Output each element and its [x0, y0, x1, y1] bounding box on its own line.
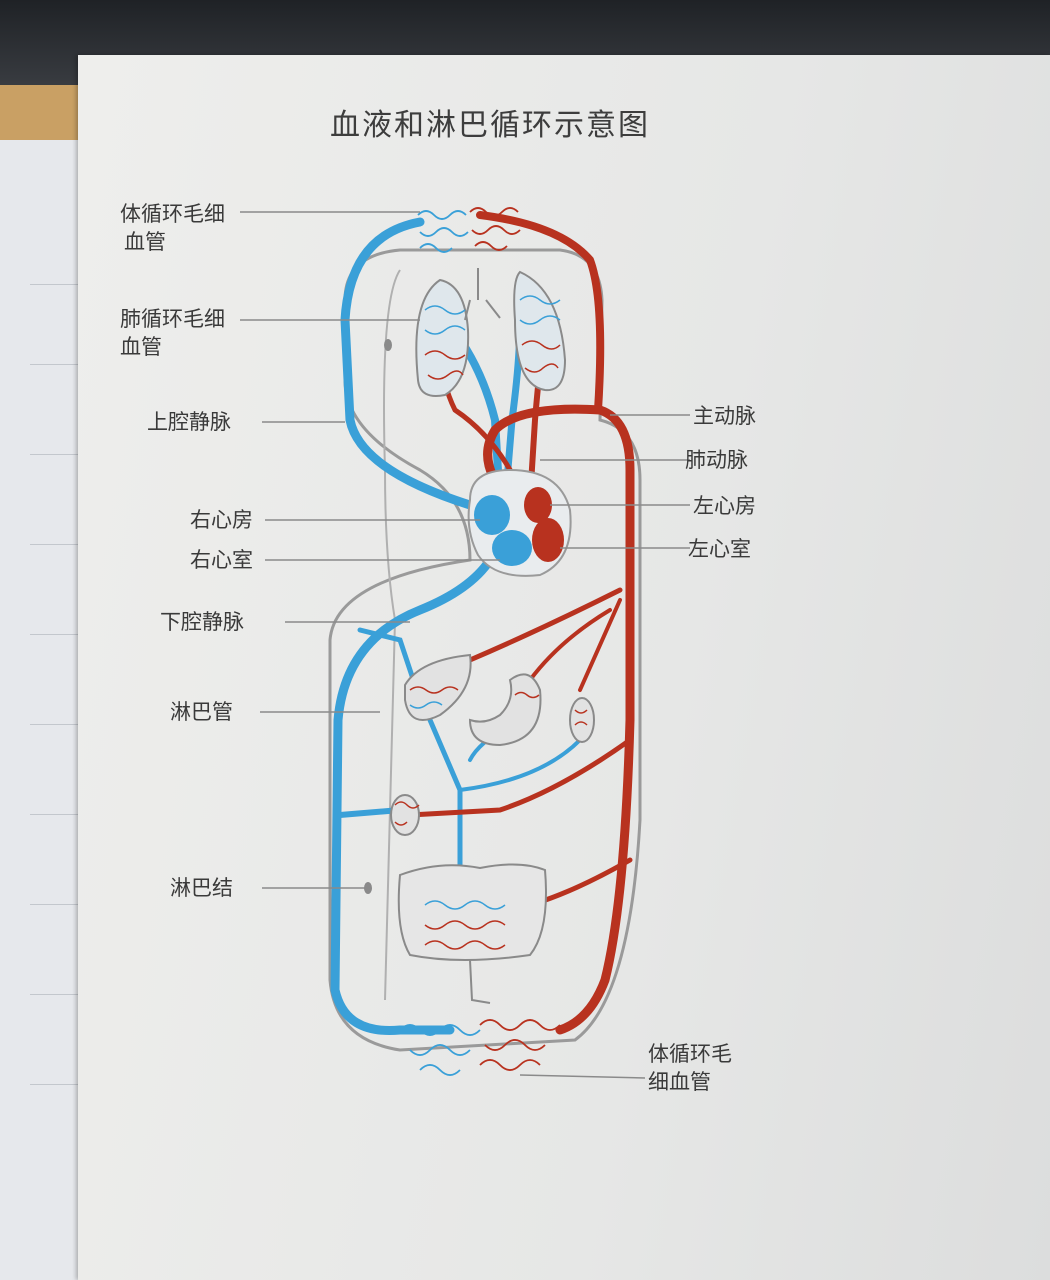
diagram-title: 血液和淋巴循环示意图 — [330, 108, 650, 143]
label-right-ventricle: 右心室 — [190, 548, 253, 572]
systemic-capillaries-top — [417, 207, 521, 253]
label-line: 肺循环毛细 — [120, 307, 225, 331]
right-atrium — [474, 495, 510, 535]
label-left-ventricle: 左心室 — [688, 537, 751, 561]
systemic-capillaries-bottom — [399, 1019, 561, 1076]
label-pulmonary-artery: 肺动脉 — [685, 448, 748, 472]
ascending-aorta-top — [476, 211, 605, 414]
label-line: 血管 — [120, 335, 162, 360]
artery-kidney — [407, 737, 633, 818]
aortic-arch — [483, 404, 635, 1035]
rectum — [469, 959, 491, 1004]
label-inferior-vena-cava: 下腔静脉 — [160, 610, 244, 634]
label-systemic-capillaries-top: 体循环毛细 血管 — [120, 200, 225, 257]
label-aorta: 主动脉 — [693, 404, 756, 428]
label-line: 体循环毛 — [648, 1042, 732, 1066]
artery-liver — [437, 587, 623, 693]
capillary-networks — [394, 686, 588, 950]
spleen — [390, 794, 420, 836]
liver — [404, 653, 472, 721]
vein-kidney — [337, 807, 403, 818]
large-intestine — [397, 863, 547, 961]
left-lung — [513, 270, 567, 392]
lymph-node-upper — [384, 339, 392, 351]
label-lymphatic-duct: 淋巴管 — [170, 700, 233, 724]
stomach — [468, 673, 542, 747]
label-line: 体循环毛细 — [120, 202, 225, 226]
superior-vena-cava — [340, 217, 475, 510]
trachea — [464, 268, 501, 321]
inferior-vena-cava — [330, 555, 495, 1035]
artery-stomach — [528, 608, 612, 682]
label-pulmonary-capillaries: 肺循环毛细 血管 — [120, 305, 225, 362]
label-leader-lines — [240, 211, 690, 1079]
label-systemic-capillaries-bottom: 体循环毛 细血管 — [648, 1040, 732, 1097]
lungs — [415, 268, 567, 397]
left-atrium — [524, 487, 552, 523]
lymph-node-lower — [364, 882, 372, 894]
label-left-atrium: 左心房 — [693, 494, 756, 518]
pulmonary-capillaries — [424, 295, 561, 380]
kidney — [569, 697, 595, 743]
label-right-atrium: 右心房 — [190, 508, 253, 532]
heart — [467, 468, 572, 577]
label-superior-vena-cava: 上腔静脉 — [147, 410, 231, 434]
right-ventricle — [492, 530, 532, 566]
right-lung — [415, 278, 470, 397]
label-line: 血管 — [124, 230, 166, 255]
label-lymph-node: 淋巴结 — [170, 876, 233, 900]
left-ventricle — [532, 518, 564, 562]
label-line: 细血管 — [648, 1070, 711, 1095]
